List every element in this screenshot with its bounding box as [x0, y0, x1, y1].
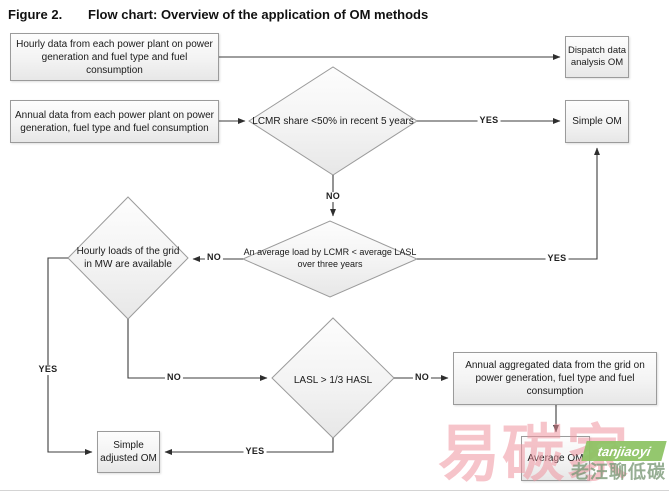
connector-hourlyloads-no-to-lasl [127, 319, 268, 382]
decision-lcmr-share-label: LCMR share <50% in recent 5 years [252, 115, 414, 127]
connector-hourlyloads-yes-to-adjusted [47, 257, 93, 456]
connector-lasl-yes-to-adjusted [164, 438, 334, 456]
edge-label-lasl-no: NO [412, 372, 432, 383]
figure-label: Figure 2. [8, 7, 63, 22]
figure-bottom-border [0, 490, 669, 491]
decision-average-load-label: An average load by LCMR < average LASL o… [243, 247, 417, 269]
node-simple-om: Simple OM [565, 100, 629, 143]
edge-label-lasl-yes: YES [243, 446, 267, 457]
node-simple-adjusted-om: Simple adjusted OM [97, 431, 160, 473]
edge-label-hourlyloads-yes: YES [36, 364, 60, 375]
node-average-om: Average OM [521, 436, 590, 481]
edge-label-lcmr-yes: YES [477, 115, 501, 126]
node-hourly-data: Hourly data from each power plant on pow… [10, 33, 219, 81]
edge-label-avgload-yes: YES [545, 253, 569, 264]
node-annual-aggregated-data: Annual aggregated data from the grid on … [453, 352, 657, 405]
edge-label-hourlyloads-no: NO [164, 372, 184, 383]
node-dispatch-data-analysis-om: Dispatch data analysis OM [565, 36, 629, 78]
edge-label-lcmr-no: NO [323, 191, 343, 202]
decision-hourly-loads-shape [67, 196, 189, 320]
decision-lasl-hasl-label: LASL > 1/3 HASL [293, 374, 373, 386]
figure-title: Flow chart: Overview of the application … [88, 7, 429, 22]
decision-hourly-loads-label: Hourly loads of the grid in MW are avail… [76, 246, 180, 270]
edge-label-avgload-no: NO [204, 252, 224, 263]
connector-avgload-yes-to-simpleom [417, 147, 601, 260]
node-annual-data: Annual data from each power plant on pow… [10, 100, 219, 143]
